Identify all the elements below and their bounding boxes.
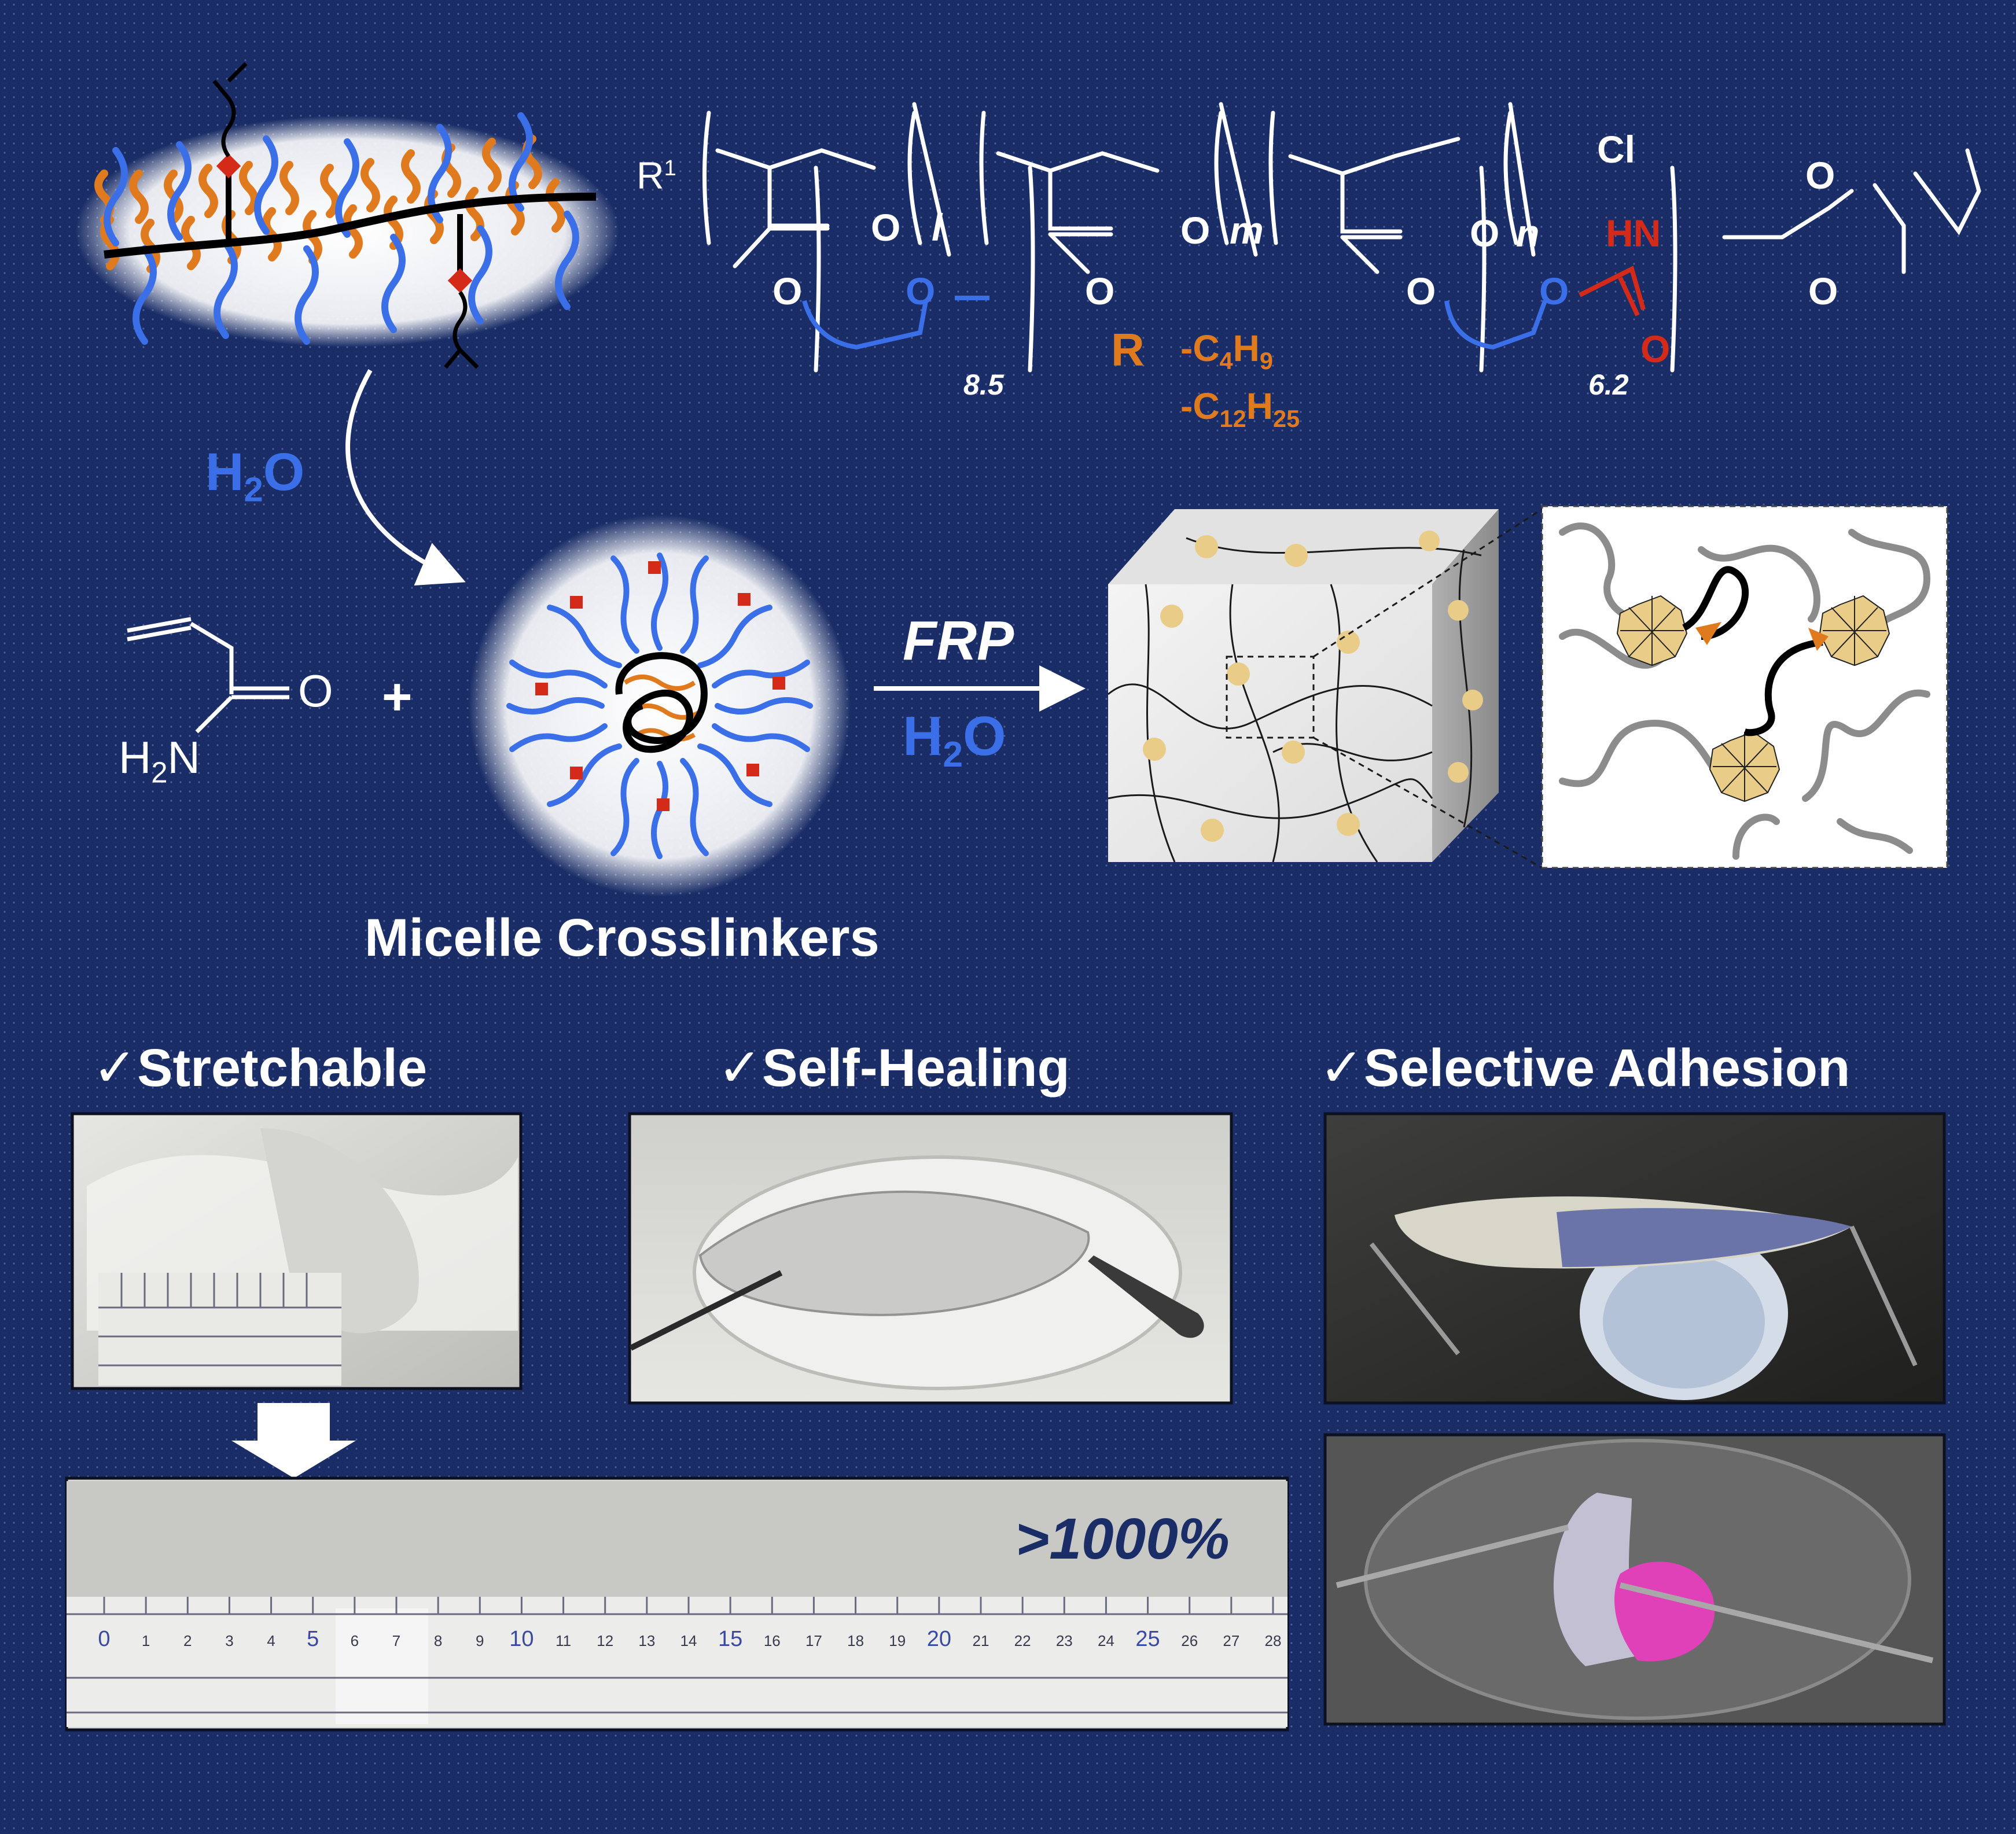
peg2-repeat-label: 6.2 [1588, 369, 1629, 401]
monomer-carbonyl-o: O [298, 665, 333, 716]
carbonyl-o-1: O [871, 206, 901, 249]
peg-o-1: O [906, 270, 936, 312]
ester-o-3: O [1406, 270, 1436, 312]
hydrogel-network-cube [1108, 508, 1543, 869]
peg-chain-2 [1444, 300, 1547, 350]
ruler-tick-label: 7 [392, 1632, 400, 1649]
ruler-tick-label: 18 [847, 1632, 864, 1649]
ruler-tick-label: 14 [680, 1632, 697, 1649]
urethane-link [1579, 266, 1646, 316]
check-icon: ✓ [718, 1038, 763, 1098]
stretch-photo-after [65, 1476, 1289, 1732]
ruler-tick-label: 24 [1098, 1632, 1114, 1649]
ruler-tick-label: 23 [1056, 1632, 1073, 1649]
peg-o-3: O [1539, 270, 1569, 312]
ruler-tick-label: 26 [1181, 1632, 1198, 1649]
ruler-tick-label: 3 [225, 1632, 233, 1649]
ruler-tick-label: 22 [1014, 1632, 1031, 1649]
selective-adhesion-heading: ✓Selective Adhesion [1319, 1038, 1851, 1098]
peg-chain-1 [802, 296, 989, 350]
hn-label: HN [1606, 212, 1661, 255]
carbonyl-o-2: O [1180, 209, 1211, 252]
ruler-tick-label: 11 [555, 1632, 571, 1649]
micelle-crosslinkers-title: Micelle Crosslinkers [365, 908, 880, 967]
ruler-tick-label: 5 [307, 1627, 319, 1651]
self-healing-heading: ✓Self-Healing [718, 1038, 1070, 1098]
ruler-tick-label: 21 [973, 1632, 989, 1649]
ruler-tick-label: 8 [434, 1632, 442, 1649]
r-dodecyl-label: -C12H25 [1180, 385, 1300, 432]
r-group-label: R [1111, 324, 1145, 375]
micelle-crosslinker-icon [469, 515, 851, 897]
ruler-tick-label: 28 [1265, 1632, 1282, 1649]
adhesion-photo-2 [1323, 1433, 1946, 1726]
ruler-tick-label: 6 [351, 1632, 359, 1649]
ruler-tick-label: 2 [183, 1632, 192, 1649]
copolymer-structure [702, 102, 1981, 373]
ruler-tick-label: 10 [509, 1627, 534, 1651]
structure-r1-label: R1 [637, 154, 676, 197]
self-healing-photo [628, 1112, 1233, 1405]
down-arrow-icon [231, 1403, 356, 1478]
ester-o-1: O [772, 270, 803, 312]
ruler-tick-label: 12 [597, 1632, 613, 1649]
solvent-label-2: H2O [903, 705, 1006, 775]
ruler-tick-label: 1 [142, 1632, 150, 1649]
peg1-repeat-label: 8.5 [963, 369, 1004, 401]
subscript-l: l [932, 206, 943, 249]
ester-o-2: O [1085, 270, 1115, 312]
elongation-label: >1000% [1016, 1507, 1230, 1571]
plus-sign: + [382, 668, 413, 726]
ruler-tick-label: 9 [476, 1632, 484, 1649]
structure-cl-label: Cl [1597, 128, 1635, 171]
ruler-tick-label: 13 [638, 1632, 655, 1649]
ruler-tick-label: 16 [764, 1632, 781, 1649]
stretchable-heading: ✓Stretchable [93, 1038, 428, 1098]
methacrylate-o-1: O [1805, 154, 1835, 197]
subscript-m: m [1230, 209, 1264, 252]
ruler-tick-label: 25 [1135, 1627, 1160, 1651]
check-icon: ✓ [1319, 1038, 1364, 1098]
ruler-tick-label: 17 [805, 1632, 822, 1649]
bottlebrush-polymer-icon [75, 62, 619, 369]
monomer-amine-label: H2N [119, 732, 200, 789]
stretch-photo-before [71, 1112, 523, 1390]
acrylamide-structure [127, 617, 289, 734]
hydration-arrow [345, 369, 466, 585]
network-zoom-panel [1541, 505, 1948, 869]
check-icon: ✓ [93, 1038, 138, 1098]
solvent-label-1: H2O [205, 443, 305, 509]
frp-label: FRP [903, 610, 1014, 672]
adhesion-photo-1 [1323, 1112, 1946, 1405]
carbonyl-o-3: O [1470, 212, 1500, 255]
methacrylate-o-2: O [1808, 270, 1838, 312]
subscript-n: n [1516, 212, 1540, 255]
ruler-tick-label: 0 [98, 1627, 110, 1651]
ruler-tick-label: 19 [889, 1632, 906, 1649]
ruler-tick-label: 20 [927, 1627, 951, 1651]
ruler-tick-label: 27 [1223, 1632, 1239, 1649]
ruler-tick-label: 15 [718, 1627, 742, 1651]
r-butyl-label: -C4H9 [1180, 327, 1274, 374]
ruler-tick-label: 4 [267, 1632, 275, 1649]
urethane-o: O [1640, 327, 1671, 370]
